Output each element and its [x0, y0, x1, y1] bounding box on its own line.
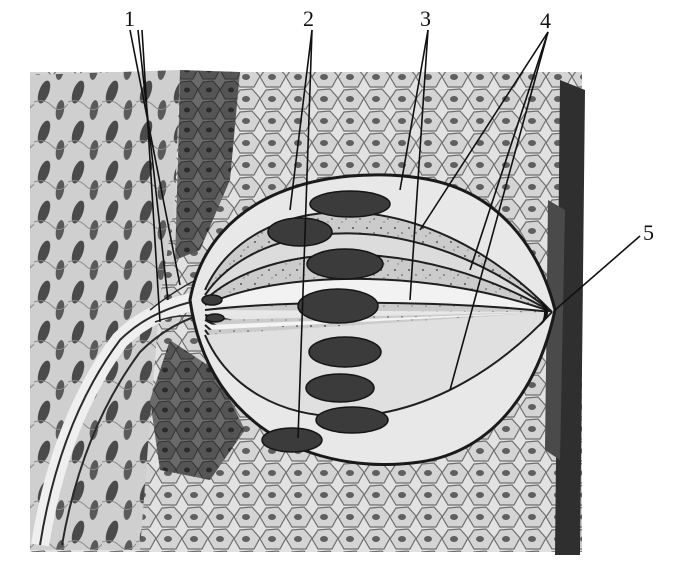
callout-4: 4 [540, 8, 551, 33]
callout-2: 2 [303, 6, 314, 31]
callout-5: 5 [643, 220, 654, 245]
callout-3: 3 [420, 6, 431, 31]
callout-1: 1 [124, 6, 135, 31]
